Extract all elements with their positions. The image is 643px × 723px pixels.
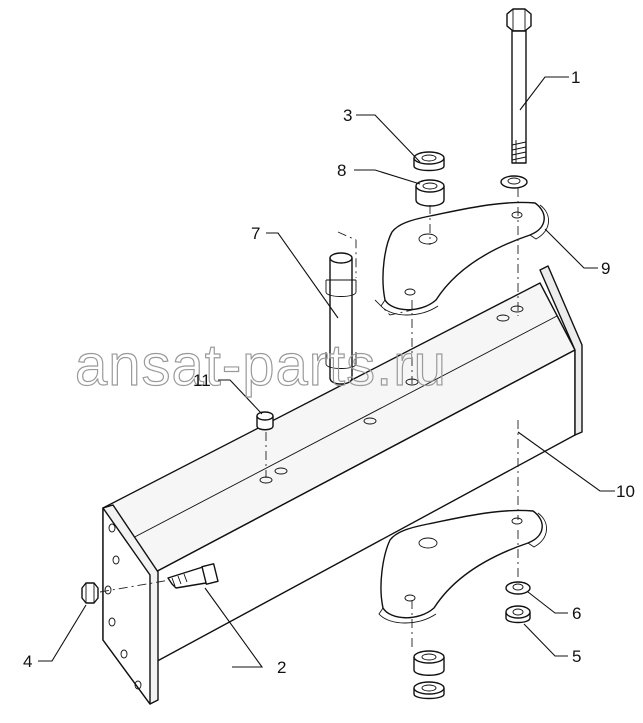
bushing-part-11 bbox=[256, 411, 274, 431]
nut-lower bbox=[413, 681, 445, 700]
callout-1: 1 bbox=[571, 68, 580, 87]
callout-5: 5 bbox=[572, 647, 581, 666]
callout-11: 11 bbox=[193, 371, 211, 390]
assembly-centerlines bbox=[99, 188, 519, 650]
callout-9: 9 bbox=[601, 259, 610, 278]
callout-3: 3 bbox=[343, 106, 352, 125]
beam-part-10 bbox=[102, 265, 583, 705]
pin-part-7 bbox=[325, 252, 357, 385]
washer-part-6 bbox=[505, 581, 531, 595]
washer-upper bbox=[500, 175, 528, 189]
nut-part-5 bbox=[505, 605, 531, 624]
bushing-part-8 bbox=[415, 179, 445, 207]
plate-part-9 bbox=[380, 201, 549, 316]
callout-6: 6 bbox=[572, 604, 581, 623]
callout-7: 7 bbox=[251, 224, 260, 243]
bolt-part-2 bbox=[167, 563, 219, 589]
bolt-part-1 bbox=[506, 8, 532, 164]
callout-2: 2 bbox=[277, 658, 286, 677]
watermark-text: ansat-parts.ru bbox=[75, 333, 447, 398]
callout-8: 8 bbox=[337, 161, 346, 180]
bushing-lower bbox=[413, 650, 445, 676]
callout-4: 4 bbox=[23, 652, 32, 671]
callout-10: 10 bbox=[616, 482, 635, 501]
plate-lower bbox=[378, 509, 547, 624]
nut-part-4 bbox=[81, 582, 99, 604]
leader-lines bbox=[38, 76, 615, 668]
nut-part-3 bbox=[413, 151, 445, 172]
